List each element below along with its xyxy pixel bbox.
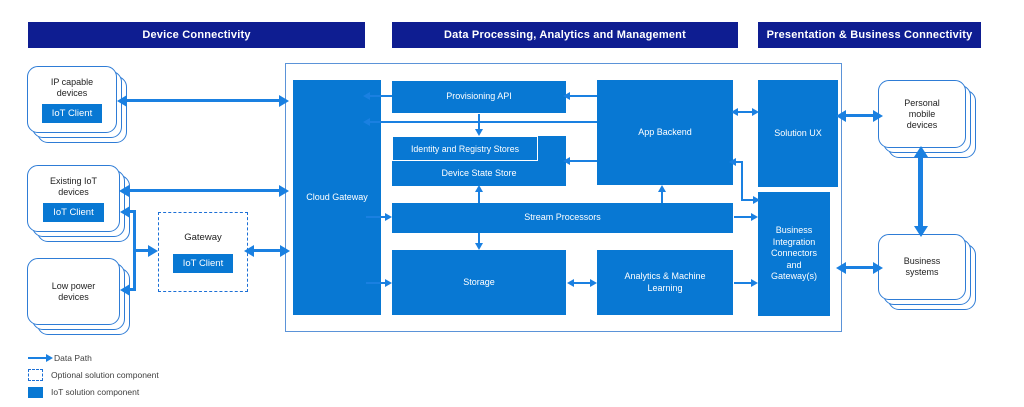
arrow-appbackend-businessintegration-seg2 xyxy=(741,161,743,201)
arrow-provisioning-to-cloud-gateway xyxy=(370,95,392,97)
solid-box-icon xyxy=(28,386,43,398)
arrow-appbackend-businessintegration-seg3 xyxy=(741,199,753,201)
arrow-icon xyxy=(28,357,46,359)
iot-client-badge: IoT Client xyxy=(172,253,234,273)
arrow-existingiot-container xyxy=(129,189,279,192)
box-label: Analytics & Machine Learning xyxy=(624,271,706,293)
device-ip-capable: IP capable devices IoT Client xyxy=(27,66,127,143)
arrow-container-businesssystems xyxy=(846,266,873,269)
legend-label: Optional solution component xyxy=(51,370,159,380)
box-label: Identity and Registry Stores xyxy=(410,143,520,154)
arrow-appbackend-to-device-state-store xyxy=(570,160,597,162)
box-label: Storage xyxy=(463,276,495,287)
provisioning-api-box: Provisioning API xyxy=(392,81,566,113)
legend-data-path: Data Path xyxy=(28,351,92,365)
app-backend-box: App Backend xyxy=(597,80,733,185)
gateway-label: Gateway xyxy=(184,231,222,243)
arrow-streamprocessors-to-businessintegration xyxy=(734,216,751,218)
iot-client-badge: IoT Client xyxy=(41,103,103,123)
box-label: Cloud Gateway xyxy=(306,191,368,202)
analytics-ml-box: Analytics & Machine Learning xyxy=(597,250,733,315)
box-label: App Backend xyxy=(638,126,692,137)
header-label: Data Processing, Analytics and Managemen… xyxy=(444,29,686,41)
device-existing-iot: Existing IoT devices IoT Client xyxy=(27,165,130,242)
box-label: Solution UX xyxy=(774,127,822,138)
arrow-connector-to-gateway xyxy=(136,249,148,252)
arrow-container-personalmobile xyxy=(846,114,873,117)
device-label: IP capable devices xyxy=(50,76,94,98)
box-label: Device State Store xyxy=(441,167,517,178)
legend-optional-component: Optional solution component xyxy=(28,368,159,382)
dashed-box-icon xyxy=(28,369,43,381)
legend-label: Data Path xyxy=(54,353,92,363)
header-label: Presentation & Business Connectivity xyxy=(766,29,973,41)
arrow-personalmobile-businesssystems xyxy=(918,156,923,227)
device-label: Low power devices xyxy=(51,280,96,302)
header-device-connectivity: Device Connectivity xyxy=(28,22,365,48)
box-label: Stream Processors xyxy=(524,212,601,223)
connector-devices-gateway-vertical xyxy=(133,211,136,291)
arrow-connector-to-existingiot xyxy=(130,210,136,213)
gateway-optional-box: Gateway IoT Client xyxy=(158,212,248,292)
header-presentation-business: Presentation & Business Connectivity xyxy=(758,22,981,48)
arrow-connector-to-lowpower xyxy=(130,288,136,291)
arrow-storage-analytics xyxy=(574,282,590,284)
arrow-appbackend-to-provisioning xyxy=(570,95,597,97)
solution-ux-box: Solution UX xyxy=(758,80,838,187)
arrow-gateway-container xyxy=(254,249,280,252)
arrow-cloudgateway-to-streamprocessors xyxy=(366,216,385,218)
arrow-cloudgateway-to-storage xyxy=(366,282,385,284)
device-label: Personal mobile devices xyxy=(904,97,940,130)
header-data-processing: Data Processing, Analytics and Managemen… xyxy=(392,22,738,48)
device-low-power: Low power devices xyxy=(27,258,130,335)
arrow-ipcapable-container xyxy=(127,99,279,102)
device-business-systems: Business systems xyxy=(878,234,976,310)
header-label: Device Connectivity xyxy=(142,29,251,41)
arrow-analytics-to-businessintegration xyxy=(734,282,751,284)
device-label: Existing IoT devices xyxy=(49,175,98,197)
legend-iot-component: IoT solution component xyxy=(28,385,139,399)
arrow-appbackend-solutionux xyxy=(738,111,752,113)
arrow-appbackend-businessintegration-seg1 xyxy=(736,161,743,163)
arrow-provisioning-to-identity xyxy=(478,114,480,129)
iot-client-badge: IoT Client xyxy=(43,202,104,222)
identity-registry-stores-box: Identity and Registry Stores xyxy=(392,136,538,161)
arrow-streamprocessors-to-appbackend xyxy=(661,192,663,203)
cloud-gateway-box: Cloud Gateway xyxy=(293,80,381,315)
stream-processors-box: Stream Processors xyxy=(392,203,733,233)
arrow-appbackend-to-cloud-gateway xyxy=(370,121,597,123)
box-label: Provisioning API xyxy=(446,91,512,102)
device-label: Business systems xyxy=(903,256,941,277)
box-label: Business Integration Connectors and Gate… xyxy=(770,225,818,282)
legend-label: IoT solution component xyxy=(51,387,140,397)
storage-box: Storage xyxy=(392,250,566,315)
device-personal-mobile: Personal mobile devices xyxy=(878,80,976,158)
arrow-streamprocessors-to-storage xyxy=(478,233,480,243)
business-integration-box: Business Integration Connectors and Gate… xyxy=(758,192,830,316)
arrow-streamprocessors-to-statestore xyxy=(478,192,480,203)
